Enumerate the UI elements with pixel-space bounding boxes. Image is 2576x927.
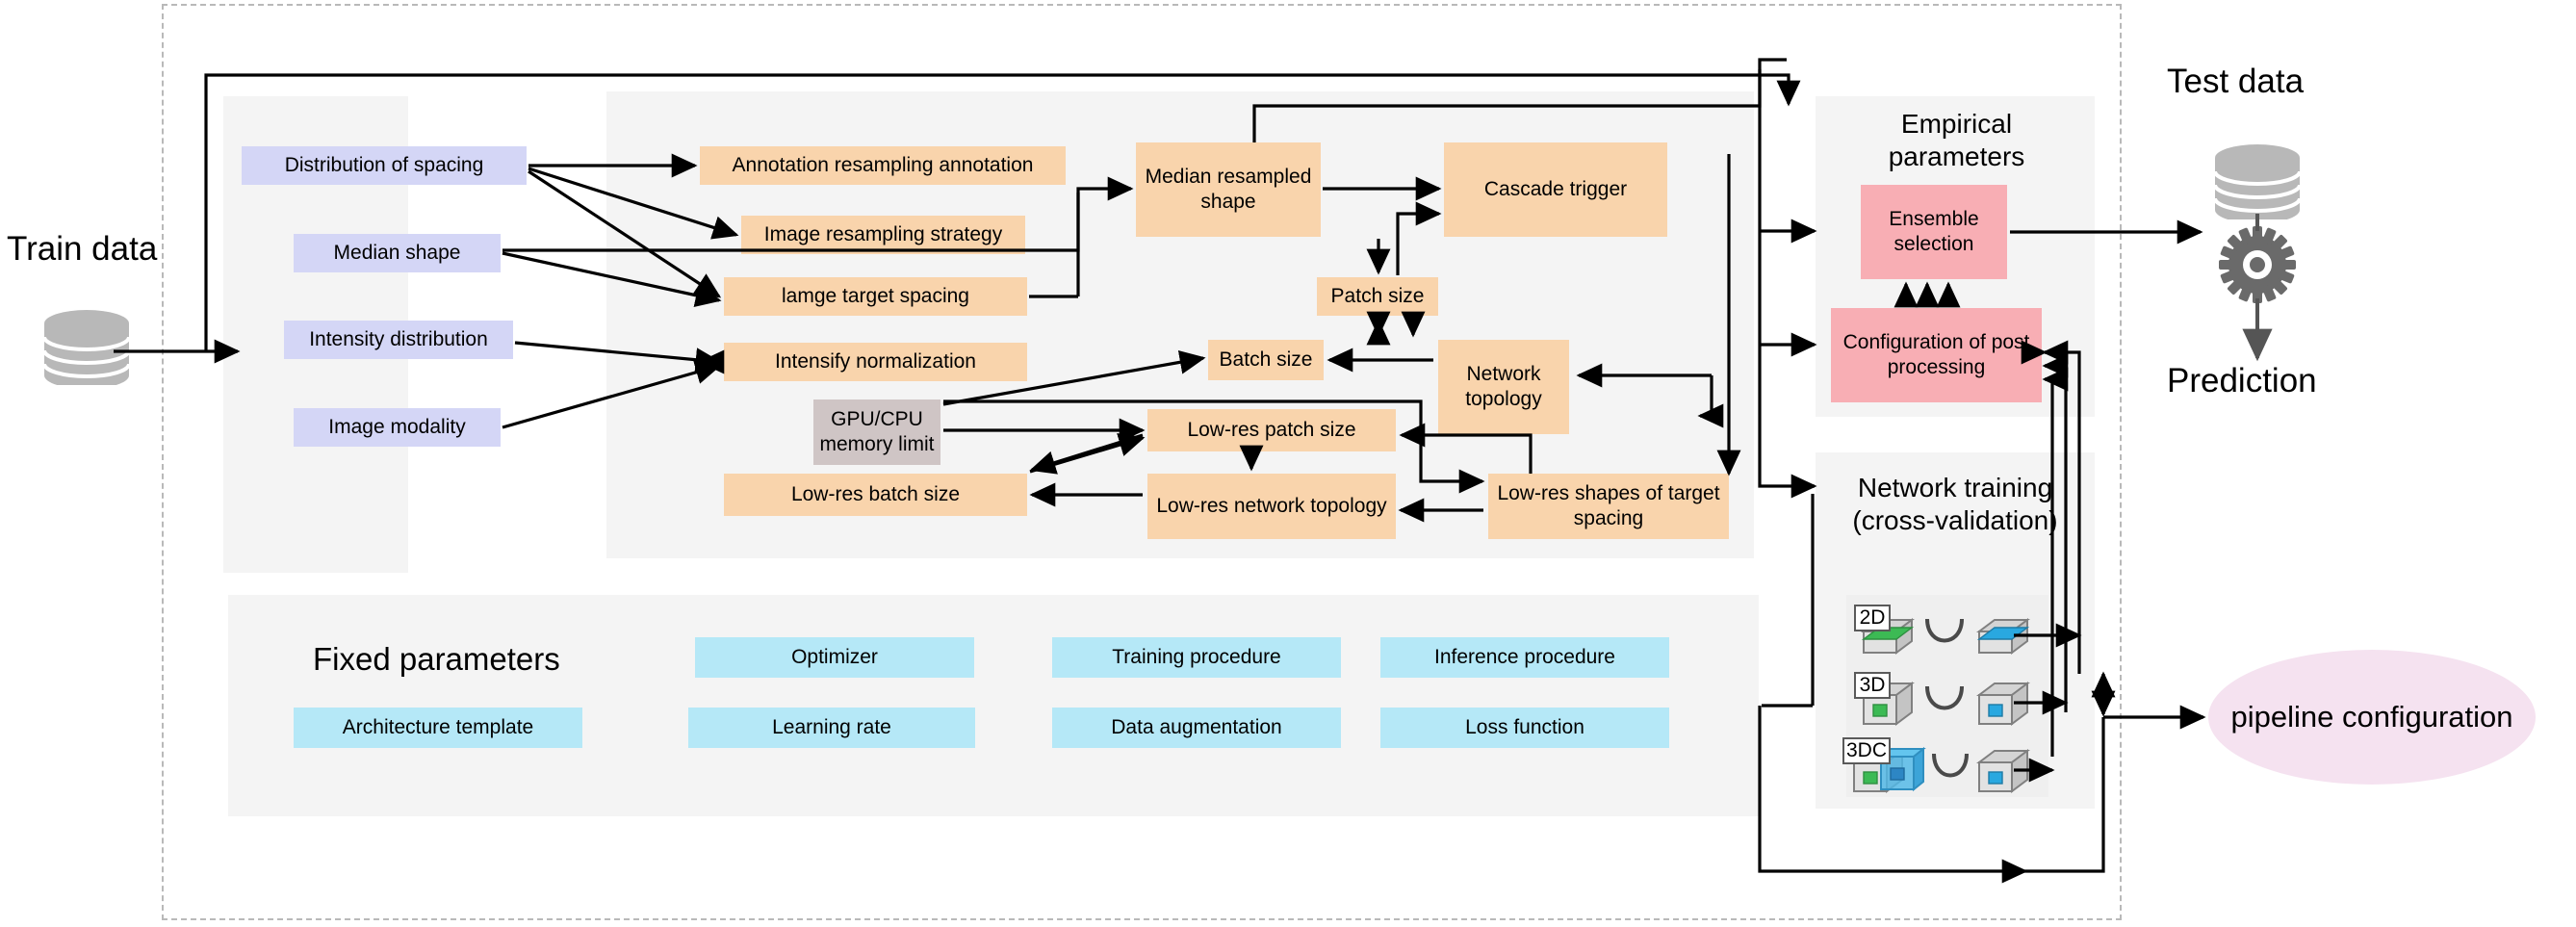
node-label: GPU/CPU memory limit [819, 408, 935, 455]
train-data-icon [42, 310, 131, 385]
node-optimizer[interactable]: Optimizer [695, 637, 974, 678]
node-data-augmentation[interactable]: Data augmentation [1052, 708, 1341, 748]
network-tag-3dc: 3DC [1842, 737, 1891, 764]
network-training-title: Network training (cross-validation) [1834, 472, 2076, 536]
node-label: Architecture template [342, 716, 534, 739]
node-label: Low-res batch size [790, 483, 961, 506]
node-label: Optimizer [791, 646, 878, 669]
network-variant-3d[interactable]: 3D [1854, 672, 2041, 732]
cube-3dc-input-icon: 3DC [1842, 737, 1927, 795]
node-inference-procedure[interactable]: Inference procedure [1380, 637, 1669, 678]
node-image-resampling-strategy[interactable]: Image resampling strategy [741, 216, 1025, 254]
fixed-parameters-title: Fixed parameters [313, 641, 560, 677]
node-label: Low-res shapes of target spacing [1497, 482, 1720, 529]
node-label: Median shape [333, 242, 461, 265]
pipeline-configuration-output[interactable]: pipeline configuration [2208, 650, 2536, 785]
network-variant-2d[interactable]: 2D [1854, 605, 2041, 664]
unet-arc-icon-2d [1925, 618, 1964, 643]
node-label: Batch size [1219, 348, 1313, 372]
node-low-res-shapes-of-target-spacing[interactable]: Low-res shapes of target spacing [1488, 474, 1729, 539]
node-label: Distribution of spacing [284, 154, 484, 177]
node-label: Low-res patch size [1187, 419, 1356, 442]
node-median-shape[interactable]: Median shape [294, 234, 501, 272]
node-label: Image modality [328, 416, 466, 439]
unet-arc-icon-3dc [1932, 753, 1969, 778]
node-label: Configuration of post processing [1842, 331, 2030, 378]
node-label: Training procedure [1112, 646, 1281, 669]
test-data-label: Test data [2167, 63, 2305, 100]
node-configuration-of-post-processing[interactable]: Configuration of post processing [1831, 308, 2042, 402]
node-label: Intensity distribution [309, 328, 488, 351]
node-intensity-distribution[interactable]: Intensity distribution [284, 321, 513, 359]
node-intensify-normalization[interactable]: Intensify normalization [724, 343, 1027, 381]
prediction-label: Prediction [2167, 362, 2317, 399]
node-cascade-trigger[interactable]: Cascade trigger [1444, 142, 1667, 237]
node-loss-function[interactable]: Loss function [1380, 708, 1669, 748]
node-label: Low-res network topology [1156, 495, 1387, 518]
cube-2d-input-icon: 2D [1854, 605, 1916, 660]
cube-3d-input-icon: 3D [1854, 672, 1916, 728]
node-label: lamge target spacing [782, 285, 969, 308]
network-tag-2d: 2D [1854, 605, 1891, 631]
node-architecture-template[interactable]: Architecture template [294, 708, 582, 748]
node-image-modality[interactable]: Image modality [294, 408, 501, 447]
network-tag-3d: 3D [1854, 672, 1891, 699]
node-low-res-network-topology[interactable]: Low-res network topology [1147, 474, 1396, 539]
node-label: Ensemble selection [1889, 208, 1979, 255]
node-patch-size[interactable]: Patch size [1317, 277, 1438, 316]
node-ensemble-selection[interactable]: Ensemble selection [1861, 185, 2007, 279]
node-median-resampled-shape[interactable]: Median resampled shape [1136, 142, 1321, 237]
node-label: Image resampling strategy [763, 223, 1003, 246]
pipeline-configuration-label: pipeline configuration [2230, 699, 2513, 734]
network-training-title-text: Network training (cross-validation) [1852, 473, 2058, 535]
node-annotation-resampling-annotation[interactable]: Annotation resampling annotation [700, 146, 1066, 185]
node-gpu-cpu-memory-limit[interactable]: GPU/CPU memory limit [813, 399, 940, 465]
fixed-parameters-panel [228, 595, 1759, 816]
node-label: Loss function [1465, 716, 1584, 739]
node-label: Inference procedure [1434, 646, 1615, 669]
cube-3d-output-icon [1973, 678, 2031, 728]
empirical-parameters-title: Empirical parameters [1888, 109, 2025, 171]
node-low-res-batch-size[interactable]: Low-res batch size [724, 474, 1027, 516]
node-label: Learning rate [772, 716, 891, 739]
node-batch-size[interactable]: Batch size [1208, 340, 1324, 380]
node-network-topology[interactable]: Network topology [1438, 340, 1569, 434]
gear-icon [2219, 226, 2296, 303]
node-image-target-spacing[interactable]: lamge target spacing [724, 277, 1027, 316]
node-label: Annotation resampling annotation [732, 154, 1034, 177]
network-variant-3dc[interactable]: 3DC [1842, 737, 2046, 799]
node-label: Patch size [1330, 285, 1425, 308]
node-distribution-of-spacing[interactable]: Distribution of spacing [242, 146, 527, 185]
node-label: Data augmentation [1111, 716, 1282, 739]
node-training-procedure[interactable]: Training procedure [1052, 637, 1341, 678]
node-label: Network topology [1465, 363, 1542, 410]
node-label: Cascade trigger [1483, 178, 1628, 201]
cube-3dc-output-icon [1973, 745, 2031, 795]
test-data-icon [2213, 144, 2302, 219]
node-label: Median resampled shape [1145, 166, 1312, 213]
node-learning-rate[interactable]: Learning rate [688, 708, 975, 748]
unet-arc-icon-3d [1925, 685, 1964, 710]
train-data-label: Train data [7, 230, 158, 268]
node-low-res-patch-size[interactable]: Low-res patch size [1147, 409, 1396, 451]
node-label: Intensify normalization [775, 350, 976, 373]
cube-2d-output-icon [1973, 610, 2031, 660]
pipeline-frame [162, 4, 2122, 920]
